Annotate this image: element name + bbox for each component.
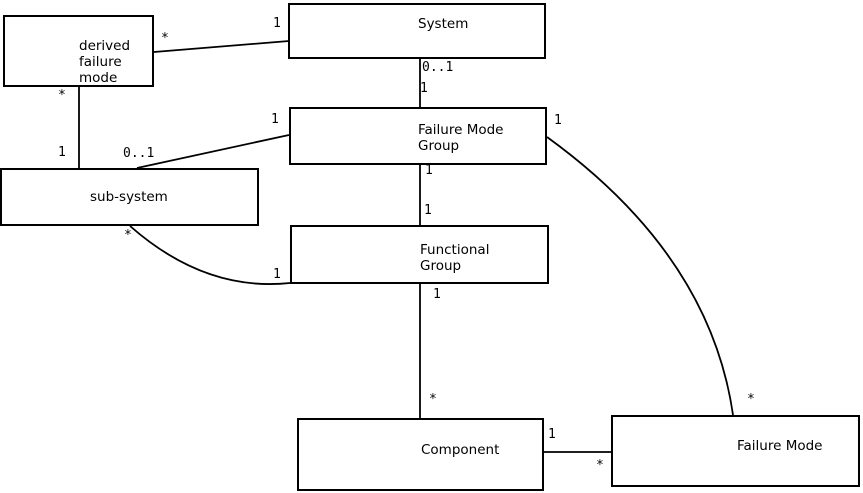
multiplicity-failure-mode-group--functional-group-near-fmg: 1 bbox=[425, 163, 433, 178]
entity-system: System bbox=[288, 3, 546, 59]
multiplicity-component--failure-mode-near-fm: * bbox=[596, 458, 604, 473]
entity-failure-mode: Failure Mode bbox=[611, 415, 860, 487]
multiplicity-component--failure-mode-near-component: 1 bbox=[548, 427, 556, 442]
entity-failure-mode-group-label: Failure Mode Group bbox=[418, 122, 504, 154]
multiplicity-derived-failure-mode--system-near-dfm: * bbox=[161, 31, 169, 46]
entity-failure-mode-group-label-line: Failure Mode bbox=[418, 122, 504, 138]
multiplicity-system--failure-mode-group-near-fmg: 1 bbox=[420, 81, 428, 96]
multiplicity-derived-failure-mode--system-near-system: 1 bbox=[273, 16, 281, 31]
entity-derived-failure-mode-label-line: failure bbox=[79, 54, 122, 70]
entity-sub-system-label-line: sub-system bbox=[90, 189, 168, 205]
edge-sub-system--functional-group bbox=[129, 225, 291, 285]
entity-component-label: Component bbox=[421, 442, 499, 458]
entity-system-label-line: System bbox=[418, 16, 469, 32]
multiplicity-derived-failure-mode--sub-system-near-subsys: 1 bbox=[58, 145, 66, 160]
entity-functional-group-label-line: Group bbox=[420, 258, 462, 274]
edge-failure-mode-group--failure-mode bbox=[546, 136, 734, 416]
entity-failure-mode-label: Failure Mode bbox=[737, 438, 823, 454]
entity-derived-failure-mode-label-line: mode bbox=[79, 70, 118, 86]
entity-functional-group-label: Functional Group bbox=[420, 242, 489, 274]
entity-derived-failure-mode-label: derived failure mode bbox=[79, 38, 130, 86]
edge-failure-mode-group--sub-system bbox=[136, 134, 290, 169]
entity-component-label-line: Component bbox=[421, 442, 500, 458]
entity-functional-group: Functional Group bbox=[290, 225, 549, 284]
entity-functional-group-label-line: Functional bbox=[420, 242, 490, 258]
multiplicity-failure-mode-group--sub-system-near-subsys: 0..1 bbox=[123, 146, 155, 161]
entity-derived-failure-mode-label-line: derived bbox=[79, 38, 131, 54]
entity-failure-mode-group-label-line: Group bbox=[418, 138, 460, 154]
multiplicity-derived-failure-mode--sub-system-near-dfm: * bbox=[58, 88, 66, 103]
entity-component: Component bbox=[297, 418, 544, 491]
entity-sub-system: sub-system bbox=[0, 168, 259, 226]
multiplicity-failure-mode-group--failure-mode-near-fmg: 1 bbox=[554, 113, 562, 128]
multiplicity-functional-group--component-near-component: * bbox=[429, 392, 437, 407]
entity-derived-failure-mode: derived failure mode bbox=[3, 15, 154, 87]
entity-sub-system-label: sub-system bbox=[90, 189, 168, 205]
multiplicity-functional-group--component-near-fg: 1 bbox=[433, 287, 441, 302]
entity-failure-mode-label-line: Failure Mode bbox=[737, 438, 823, 454]
multiplicity-sub-system--functional-group-near-fg: 1 bbox=[273, 267, 281, 282]
multiplicity-failure-mode-group--failure-mode-near-fm: * bbox=[747, 392, 755, 407]
multiplicity-failure-mode-group--functional-group-near-fg: 1 bbox=[424, 203, 432, 218]
multiplicity-system--failure-mode-group-near-system: 0..1 bbox=[422, 60, 454, 75]
edge-derived-failure-mode--system bbox=[153, 40, 290, 53]
multiplicity-failure-mode-group--sub-system-near-fmg: 1 bbox=[271, 112, 279, 127]
entity-system-label: System bbox=[418, 16, 468, 32]
entity-failure-mode-group: Failure Mode Group bbox=[289, 107, 547, 165]
multiplicity-sub-system--functional-group-near-subsys: * bbox=[124, 228, 132, 243]
